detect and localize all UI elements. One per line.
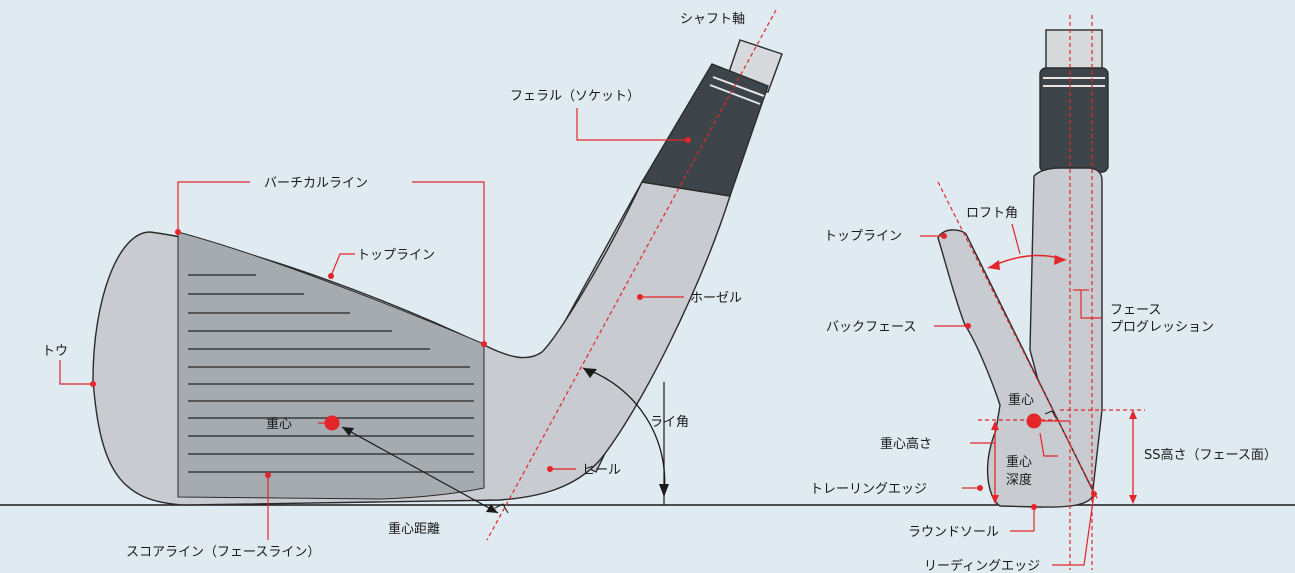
cg-marker xyxy=(324,415,340,431)
leader-vertical-line-left xyxy=(177,181,250,232)
side-ferrule xyxy=(1039,67,1109,173)
point-vertical-line-bottom xyxy=(481,341,487,347)
point-leading-edge xyxy=(1091,491,1097,497)
point-ferrule xyxy=(685,137,691,143)
label-cg-depth-2: 深度 xyxy=(1006,472,1032,488)
point-toe xyxy=(90,381,96,387)
right-angle-mark xyxy=(494,503,509,514)
cg-distance-line xyxy=(341,426,499,514)
arrowhead xyxy=(659,484,669,497)
label-toe: トウ xyxy=(42,344,68,359)
ferrule-stripe xyxy=(709,84,761,105)
label-loft-angle: ロフト角 xyxy=(966,206,1018,221)
label-cg-depth-1: 重心 xyxy=(1006,454,1032,470)
label-cg-height: 重心高さ xyxy=(880,436,932,452)
arrowhead xyxy=(991,495,999,504)
label-cg-side: 重心 xyxy=(1008,392,1034,408)
arrowhead xyxy=(583,368,597,378)
leader-toe xyxy=(59,360,93,385)
arrowhead xyxy=(1129,495,1137,504)
label-cg-distance: 重心距離 xyxy=(388,521,440,537)
point-top-line xyxy=(328,273,334,279)
side-blade xyxy=(937,229,1095,508)
point-hosel xyxy=(637,294,643,300)
point-top-line-side xyxy=(941,233,947,239)
front-view: シャフト軸 フェラル（ソケット） バーチカルライン トップライン ホーゼル トウ… xyxy=(42,9,783,560)
label-face-progression-1: フェース xyxy=(1110,303,1161,318)
label-top-line-side: トップライン xyxy=(824,229,902,244)
arrowhead xyxy=(988,260,1000,270)
arrowhead xyxy=(342,427,354,436)
right-angle-mark xyxy=(1044,410,1057,419)
leader-face-progression xyxy=(1080,290,1102,319)
side-view: ロフト角 トップライン バックフェース フェース プログレッション 重心 重心高… xyxy=(810,15,1277,573)
point-score-line xyxy=(265,472,271,478)
score-lines xyxy=(188,274,474,473)
leader-ferrule xyxy=(576,108,688,141)
label-cg: 重心 xyxy=(266,416,292,432)
label-shaft-axis: シャフト軸 xyxy=(680,12,745,27)
label-ferrule: フェラル（ソケット） xyxy=(510,89,640,104)
club-face xyxy=(177,231,485,500)
label-trailing-edge: トレーリングエッジ xyxy=(810,482,927,497)
point-trailing-edge xyxy=(977,485,983,491)
point-vertical-line-top xyxy=(175,229,181,235)
point-heel xyxy=(547,466,553,472)
loft-reference-line xyxy=(937,181,1099,501)
label-vertical-line: バーチカルライン xyxy=(264,176,368,191)
label-leading-edge: リーディングエッジ xyxy=(924,558,1040,573)
label-round-sole: ラウンドソール xyxy=(908,525,999,540)
leader-leading-edge xyxy=(1052,493,1095,566)
arrowhead xyxy=(1054,255,1066,265)
label-top-line: トップライン xyxy=(357,248,435,263)
ferrule-stripe xyxy=(712,76,765,97)
shaft-axis-line xyxy=(486,9,777,541)
lie-angle-arc xyxy=(582,367,666,496)
label-heel: ヒール xyxy=(582,463,621,478)
leader-loft xyxy=(1011,223,1021,255)
side-shaft xyxy=(1045,29,1103,73)
label-hosel: ホーゼル xyxy=(690,291,742,306)
point-round-sole xyxy=(1031,504,1037,510)
point-back-face xyxy=(965,323,971,329)
ferrule-body xyxy=(640,63,769,197)
cg-marker-side xyxy=(1026,413,1042,429)
arrowhead xyxy=(1129,410,1137,419)
leader-top-line xyxy=(330,253,355,277)
leader-cg-depth xyxy=(1039,432,1058,457)
label-face-progression-2: プログレッション xyxy=(1110,320,1214,335)
arrowhead xyxy=(486,504,498,513)
label-ss-height: SS高さ（フェース面） xyxy=(1144,447,1277,463)
leader-vertical-line-right xyxy=(412,181,485,344)
label-score-line: スコアライン（フェースライン） xyxy=(126,545,320,560)
arrowhead xyxy=(991,421,999,430)
label-back-face: バックフェース xyxy=(826,320,916,335)
label-lie-angle: ライ角 xyxy=(650,415,689,430)
